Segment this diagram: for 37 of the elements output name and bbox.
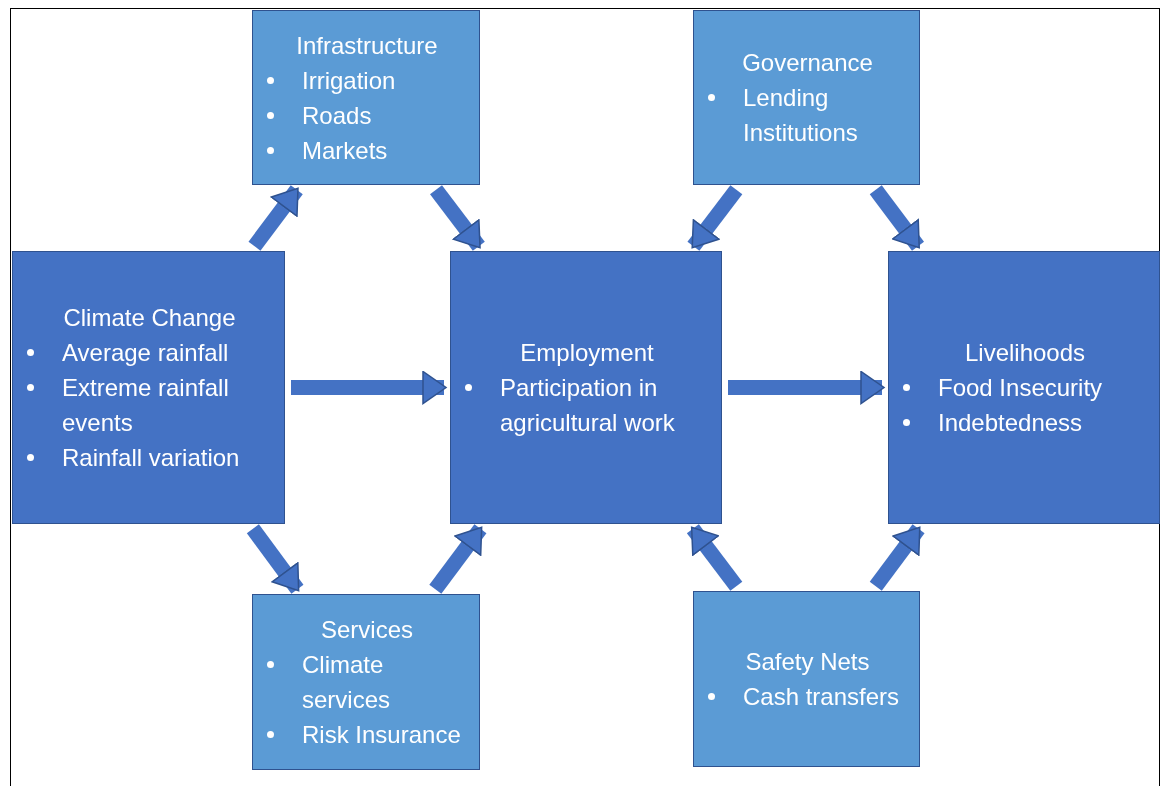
bullet-text: Participation in agricultural work bbox=[500, 373, 676, 438]
block-arrow bbox=[248, 185, 303, 251]
concept-box bbox=[252, 594, 480, 770]
bullet-text: Food Insecurity bbox=[938, 373, 1103, 403]
bullet-text: Average rainfall bbox=[62, 338, 229, 368]
bullet-text: Markets bbox=[302, 135, 388, 166]
bullet-text: Extreme rainfall events bbox=[62, 373, 230, 438]
block-arrow bbox=[291, 370, 447, 405]
bullet-text: Roads bbox=[302, 100, 372, 131]
block-arrow bbox=[728, 370, 885, 405]
concept-box bbox=[252, 10, 480, 185]
block-arrow bbox=[869, 524, 925, 591]
concept-box bbox=[12, 251, 285, 524]
box-heading: Employment bbox=[519, 338, 655, 368]
concept-box bbox=[450, 251, 722, 524]
bullet-text: Lending Institutions bbox=[743, 83, 859, 148]
block-arrow bbox=[429, 524, 487, 594]
box-heading: Services bbox=[320, 615, 414, 645]
concept-box bbox=[693, 591, 920, 767]
bullet-text: Irrigation bbox=[302, 65, 396, 96]
bullet-text: Cash transfers bbox=[743, 682, 900, 712]
block-arrow bbox=[430, 185, 485, 251]
box-heading: Infrastructure bbox=[295, 30, 439, 61]
box-heading: Safety Nets bbox=[744, 647, 871, 677]
box-heading: Climate Change bbox=[62, 303, 237, 333]
box-heading: Governance bbox=[741, 48, 874, 78]
bullet-text: Risk Insurance bbox=[302, 720, 461, 750]
bullet-text: Rainfall variation bbox=[62, 443, 240, 473]
bullet-text: Indebtedness bbox=[938, 408, 1083, 438]
concept-box bbox=[693, 10, 920, 185]
block-arrow bbox=[869, 185, 925, 251]
block-arrow bbox=[246, 524, 304, 594]
concept-box bbox=[888, 251, 1160, 524]
box-heading: Livelihoods bbox=[963, 338, 1087, 368]
block-arrow bbox=[687, 185, 743, 251]
bullet-text: Climate services bbox=[302, 650, 392, 715]
block-arrow bbox=[686, 524, 743, 591]
